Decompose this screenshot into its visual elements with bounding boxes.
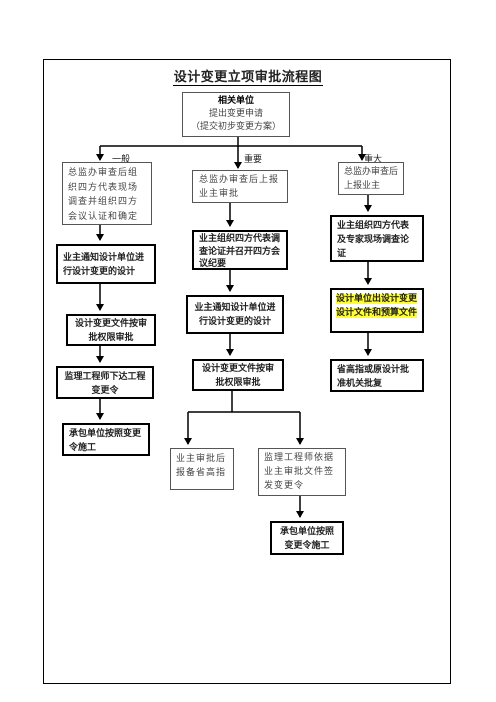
node-general-approval: 设计变更文件按审批权限审批	[66, 314, 156, 346]
node-start-apply: 相关单位 提出变更申请 （提交初步变更方案）	[182, 92, 290, 137]
node-major-review: 总监办审查后上报业主	[338, 162, 404, 195]
node-general-review: 总监办审查后组织四方代表现场调查并组织四方会议认证和确定	[62, 162, 152, 225]
branch-label-general: 一般	[112, 155, 131, 165]
node-major-approval: 省高指或原设计批准机关批复	[330, 359, 424, 392]
node-important-review: 总监办审查后上报业主审批	[192, 170, 288, 203]
node-important-construction: 承包单位按照变更令施工	[270, 521, 344, 555]
page-frame	[43, 59, 451, 684]
node-start-title: 相关单位	[217, 96, 254, 106]
node-important-report: 业主审批后报备省高指	[170, 448, 234, 490]
node-major-design-docs: 设计单位出设计变更设计文件和预算文件	[330, 288, 424, 333]
node-general-change-order: 监理工程师下达工程变更令	[56, 366, 154, 399]
node-general-notify-design: 业主通知设计单位进行设计变更的设计	[56, 244, 156, 284]
branch-label-important: 重要	[244, 155, 263, 165]
branch-label-major: 重大	[364, 155, 383, 165]
node-major-expert-survey: 业主组织四方代表及专家现场调查论证	[330, 215, 424, 262]
node-important-issue-order: 监理工程师依据业主审批文件签发变更令	[258, 448, 346, 496]
node-important-meeting: 业主组织四方代表调查论证并召开四方会议纪要	[192, 230, 288, 270]
node-important-approval: 设计变更文件按审批权限审批	[192, 359, 284, 391]
page-title: 设计变更立项审批流程图	[172, 70, 324, 86]
node-start-line3: （提交初步变更方案）	[190, 122, 281, 132]
node-major-design-docs-text: 设计单位出设计变更设计文件和预算文件	[336, 294, 418, 318]
node-important-notify-design: 业主通知设计单位进行设计变更的设计	[186, 295, 284, 334]
node-general-construction: 承包单位按照变更令施工	[62, 423, 150, 456]
node-start-line2: 提出变更申请	[208, 109, 263, 119]
